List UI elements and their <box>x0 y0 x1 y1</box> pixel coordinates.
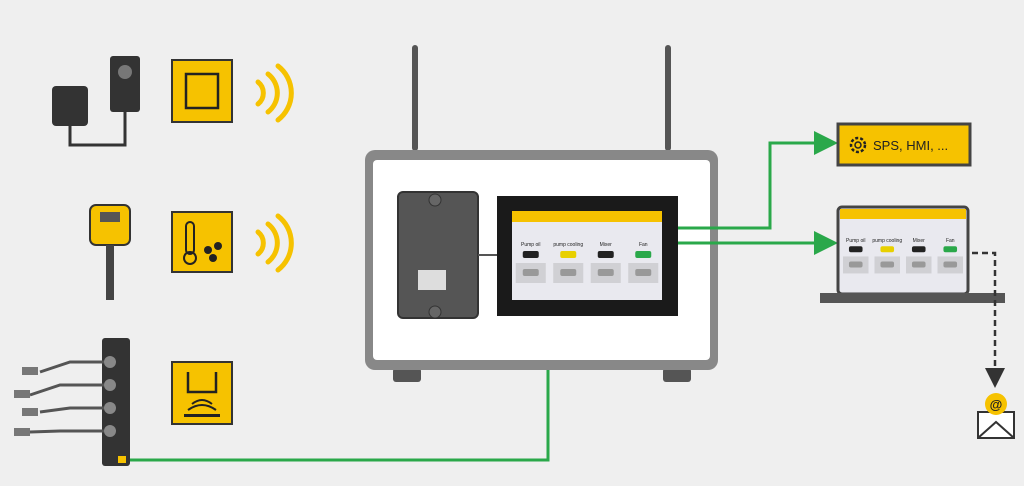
sps-hmi-box[interactable]: SPS, HMI, ... <box>836 122 972 167</box>
device-label: pump cooling <box>872 238 902 244</box>
pump-status-icon <box>597 251 614 258</box>
pump-status-icon <box>635 251 652 258</box>
sps-label: SPS, HMI, ... <box>873 138 948 153</box>
temperature-humidity-icon <box>171 211 233 273</box>
device-label: Mixer <box>600 242 613 248</box>
pump-idle-icon <box>597 269 614 276</box>
link-to-email <box>972 251 1005 388</box>
email-at-symbol: @ <box>990 397 1003 412</box>
pump-status-icon <box>943 246 958 253</box>
device-label: Pump oil <box>521 242 540 248</box>
email-icon: @ <box>977 393 1015 439</box>
pump-status-icon <box>560 251 577 258</box>
pump-idle-icon <box>522 269 539 276</box>
pump-idle-icon <box>848 261 863 268</box>
wireless-waves-icon <box>255 213 294 273</box>
antenna-left <box>412 45 418 151</box>
device-label: Mixer <box>913 238 926 244</box>
wireless-waves-icon <box>255 63 294 123</box>
pump-status-icon <box>911 246 926 253</box>
temperature-humidity-sensor <box>89 204 131 300</box>
pump-status-icon <box>522 251 539 258</box>
pump-status-icon <box>848 246 863 253</box>
device-label: Fan <box>639 242 648 248</box>
pump-idle-icon <box>880 261 895 268</box>
vibration-icon <box>171 59 233 123</box>
device-label: pump cooling <box>553 242 583 248</box>
pump-status-icon <box>880 246 895 253</box>
level-sensor-icon <box>171 361 233 425</box>
pump-idle-icon <box>560 269 577 276</box>
antenna-right <box>665 45 671 151</box>
pump-idle-icon <box>635 269 652 276</box>
device-label: Fan <box>946 238 955 244</box>
pump-idle-icon <box>911 261 926 268</box>
vision-sensor <box>52 56 140 147</box>
interface-module <box>397 191 497 319</box>
link-to-sps <box>678 131 838 230</box>
pump-idle-icon <box>943 261 958 268</box>
device-label: Pump oil <box>846 238 865 244</box>
io-module <box>14 338 130 466</box>
laptop[interactable] <box>820 205 1005 303</box>
